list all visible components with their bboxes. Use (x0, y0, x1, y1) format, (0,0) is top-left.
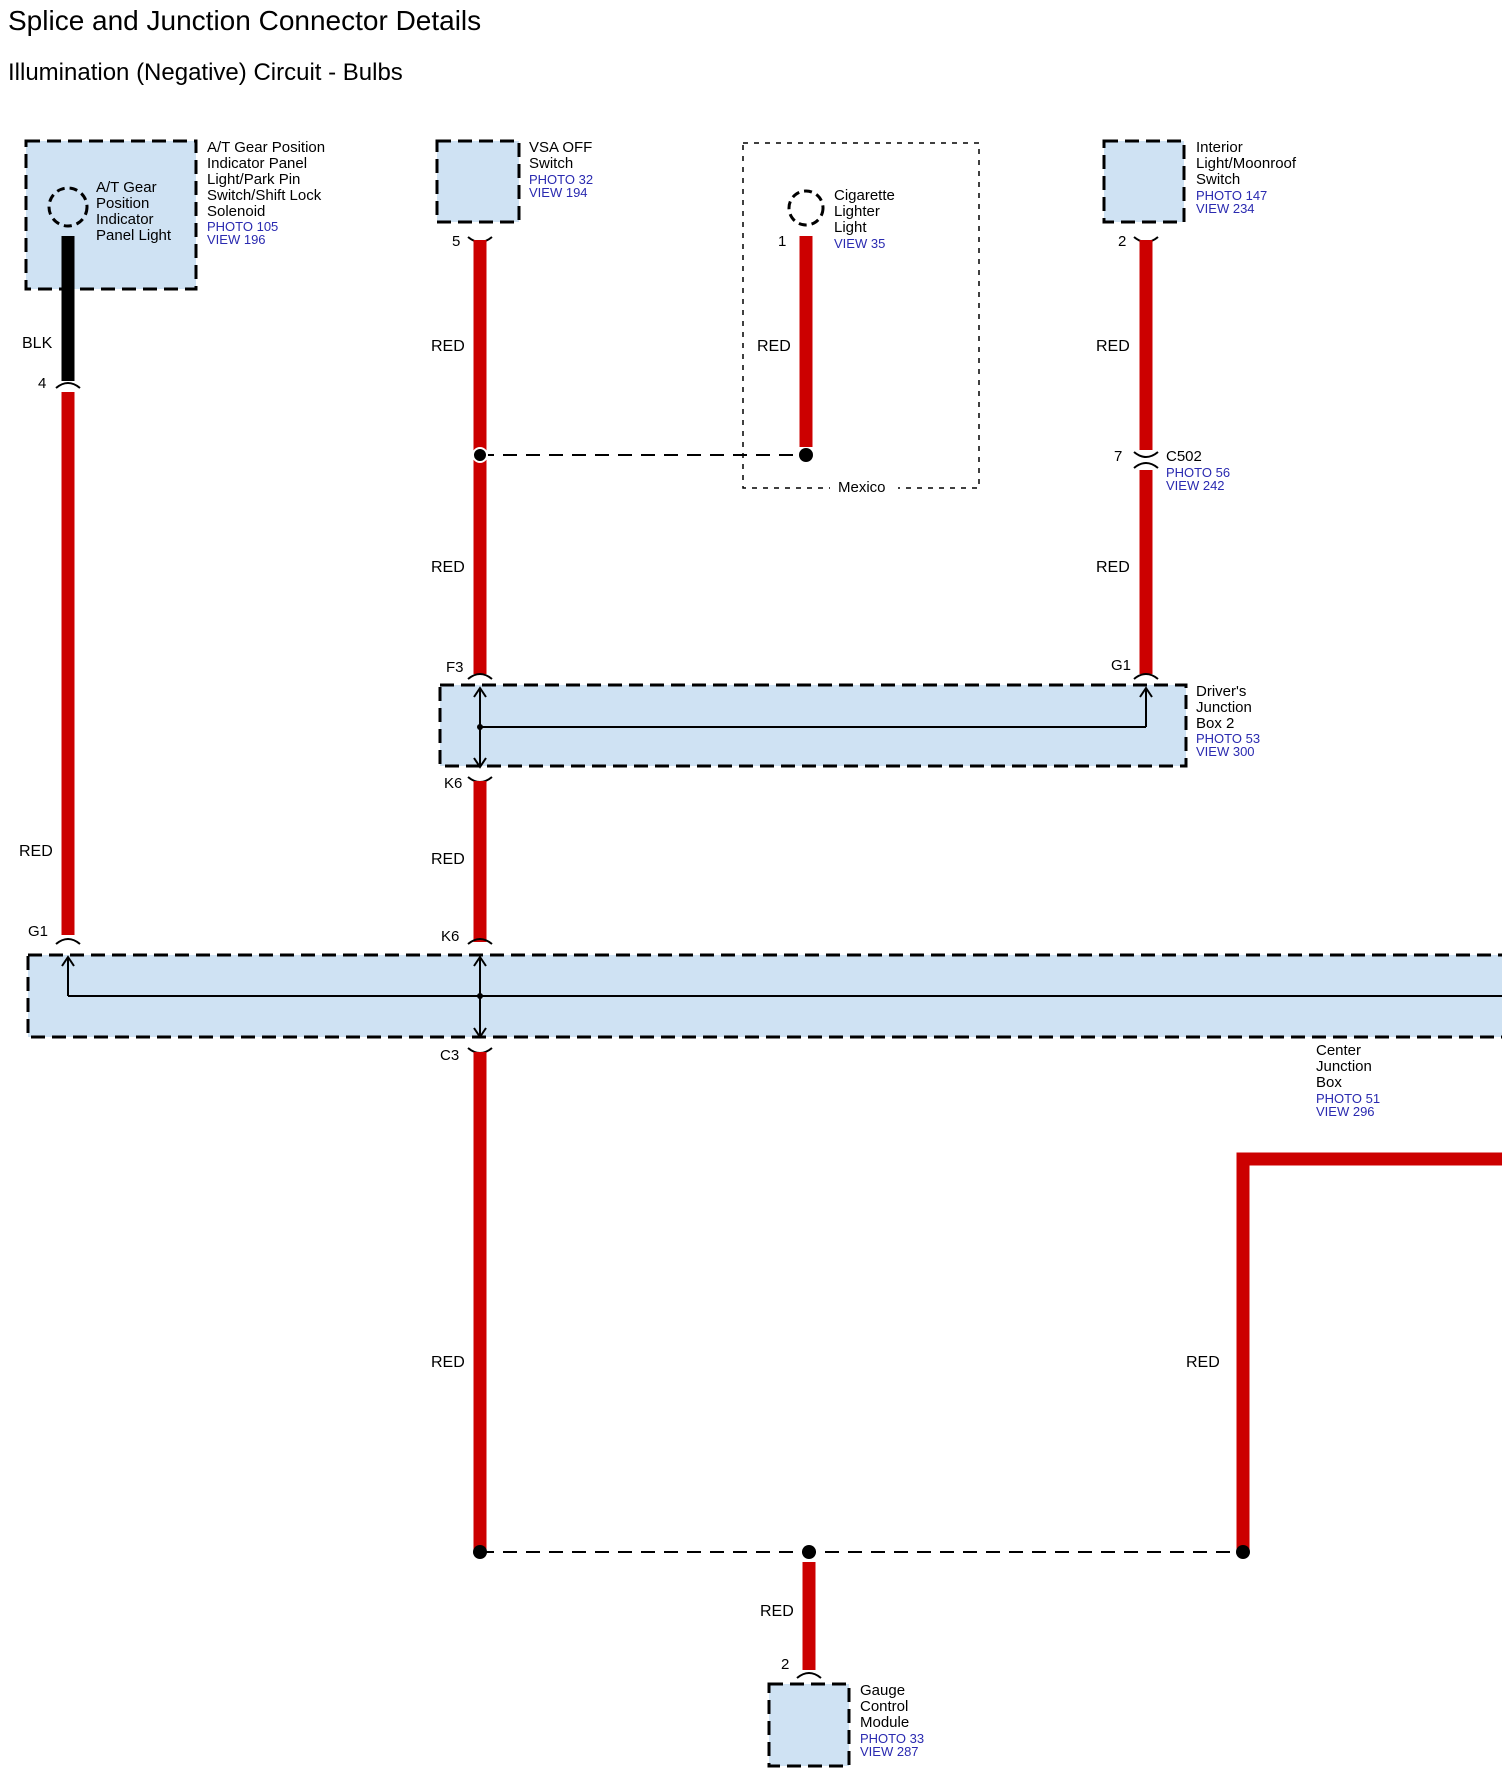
c502-view-ref[interactable]: VIEW 242 (1166, 478, 1225, 493)
splice-point-cig (799, 448, 813, 462)
interior-photo-ref[interactable]: PHOTO 147 (1196, 188, 1267, 203)
at-gear-photo-ref[interactable]: PHOTO 105 (207, 219, 278, 234)
wire-label-vsa-upper: RED (431, 338, 465, 355)
gauge-photo-ref[interactable]: PHOTO 33 (860, 1731, 924, 1746)
connector-c502-upper-icon (1133, 451, 1159, 458)
pin-djb2-f3: F3 (446, 659, 464, 676)
cjb-view-ref[interactable]: VIEW 296 (1316, 1104, 1375, 1119)
cjb-arrow-g1-icon (61, 955, 75, 967)
at-gear-bulb-label: A/T Gear Position Indicator Panel Light (96, 179, 172, 244)
connector-c502-lower-icon (1133, 462, 1159, 469)
pin-gauge-2: 2 (781, 1656, 789, 1673)
pin-cjb-c3: C3 (440, 1047, 459, 1064)
at-gear-component-name: A/T Gear Position Indicator Panel Light/… (207, 139, 329, 220)
vsa-off-photo-ref[interactable]: PHOTO 32 (529, 172, 593, 187)
at-gear-connector-box (24, 139, 198, 291)
djb2-arrow-g1-icon (1139, 686, 1153, 698)
connector-gauge-2-icon (796, 1672, 822, 1679)
mexico-option-label: Mexico (838, 479, 886, 496)
djb2-arrow-up-icon (473, 686, 487, 698)
mexico-option-box (742, 142, 980, 489)
splice-point-right (1236, 1545, 1250, 1559)
djb2-arrow-down-icon (473, 757, 487, 769)
wire-label-right-branch: RED (1186, 1354, 1220, 1371)
pin-c502-7: 7 (1114, 448, 1122, 465)
page-title: Splice and Junction Connector Details (8, 5, 481, 36)
c502-photo-ref[interactable]: PHOTO 56 (1166, 465, 1230, 480)
page-subtitle: Illumination (Negative) Circuit - Bulbs (8, 59, 403, 86)
at-gear-view-ref[interactable]: VIEW 196 (207, 232, 266, 247)
cjb-arrow-c3-icon (473, 1027, 487, 1039)
interior-connector-box (1102, 139, 1186, 224)
connector-djb2-f3-icon (467, 673, 493, 680)
djb2-photo-ref[interactable]: PHOTO 53 (1196, 731, 1260, 746)
djb2-component-name: Driver's Junction Box 2 (1196, 683, 1256, 732)
cigarette-bulb-icon (787, 189, 825, 227)
djb2-view-ref[interactable]: VIEW 300 (1196, 744, 1255, 759)
pin-cjb-g1: G1 (28, 923, 48, 940)
wire-right-branch (1236, 1152, 1502, 1552)
interior-view-ref[interactable]: VIEW 234 (1196, 201, 1255, 216)
cjb-node (477, 993, 483, 999)
wire-label-gauge: RED (760, 1603, 794, 1620)
djb2-node (477, 724, 483, 730)
pin-vsa-5: 5 (452, 233, 460, 250)
splice-point-vsa (472, 447, 488, 463)
connector-cjb-g1-icon (55, 938, 81, 945)
pin-at-gear-4: 4 (38, 375, 46, 392)
connector-cjb-k6-icon (467, 938, 493, 945)
interior-component-name: Interior Light/Moonroof Switch (1196, 139, 1300, 188)
cigarette-view-ref[interactable]: VIEW 35 (834, 236, 885, 251)
splice-point-left (473, 1545, 487, 1559)
wire-label-at-lower: RED (19, 843, 53, 860)
wire-label-cig: RED (757, 338, 791, 355)
gauge-component-name: Gauge Control Module (860, 1682, 913, 1731)
drivers-junction-box-2 (438, 683, 1188, 768)
wire-label-vsa-mid: RED (431, 559, 465, 576)
connector-at-gear-4-icon (55, 382, 81, 389)
connector-djb2-g1-icon (1133, 673, 1159, 680)
splice-point-center (802, 1545, 816, 1559)
gauge-view-ref[interactable]: VIEW 287 (860, 1744, 919, 1759)
wire-label-cjb-down: RED (431, 1354, 465, 1371)
cjb-photo-ref[interactable]: PHOTO 51 (1316, 1091, 1380, 1106)
pin-cjb-k6: K6 (441, 928, 459, 945)
wire-label-interior-lower: RED (1096, 559, 1130, 576)
gauge-connector-box (767, 1682, 851, 1768)
pin-djb2-k6: K6 (444, 775, 462, 792)
pin-cig-1: 1 (778, 233, 786, 250)
cjb-arrow-k6-icon (473, 955, 487, 967)
wire-label-interior-upper: RED (1096, 338, 1130, 355)
pin-djb2-g1: G1 (1111, 657, 1131, 674)
vsa-off-view-ref[interactable]: VIEW 194 (529, 185, 588, 200)
cjb-component-name: Center Junction Box (1316, 1042, 1376, 1091)
wire-label-djb2-cjb: RED (431, 851, 465, 868)
c502-name: C502 (1166, 448, 1202, 465)
vsa-off-component-name: VSA OFF Switch (529, 139, 597, 172)
vsa-off-connector-box (435, 139, 521, 224)
wire-label-at-upper: BLK (22, 335, 53, 352)
at-gear-bulb-icon (47, 186, 89, 228)
cigarette-component-name: Cigarette Lighter Light (834, 187, 899, 236)
pin-interior-2: 2 (1118, 233, 1126, 250)
